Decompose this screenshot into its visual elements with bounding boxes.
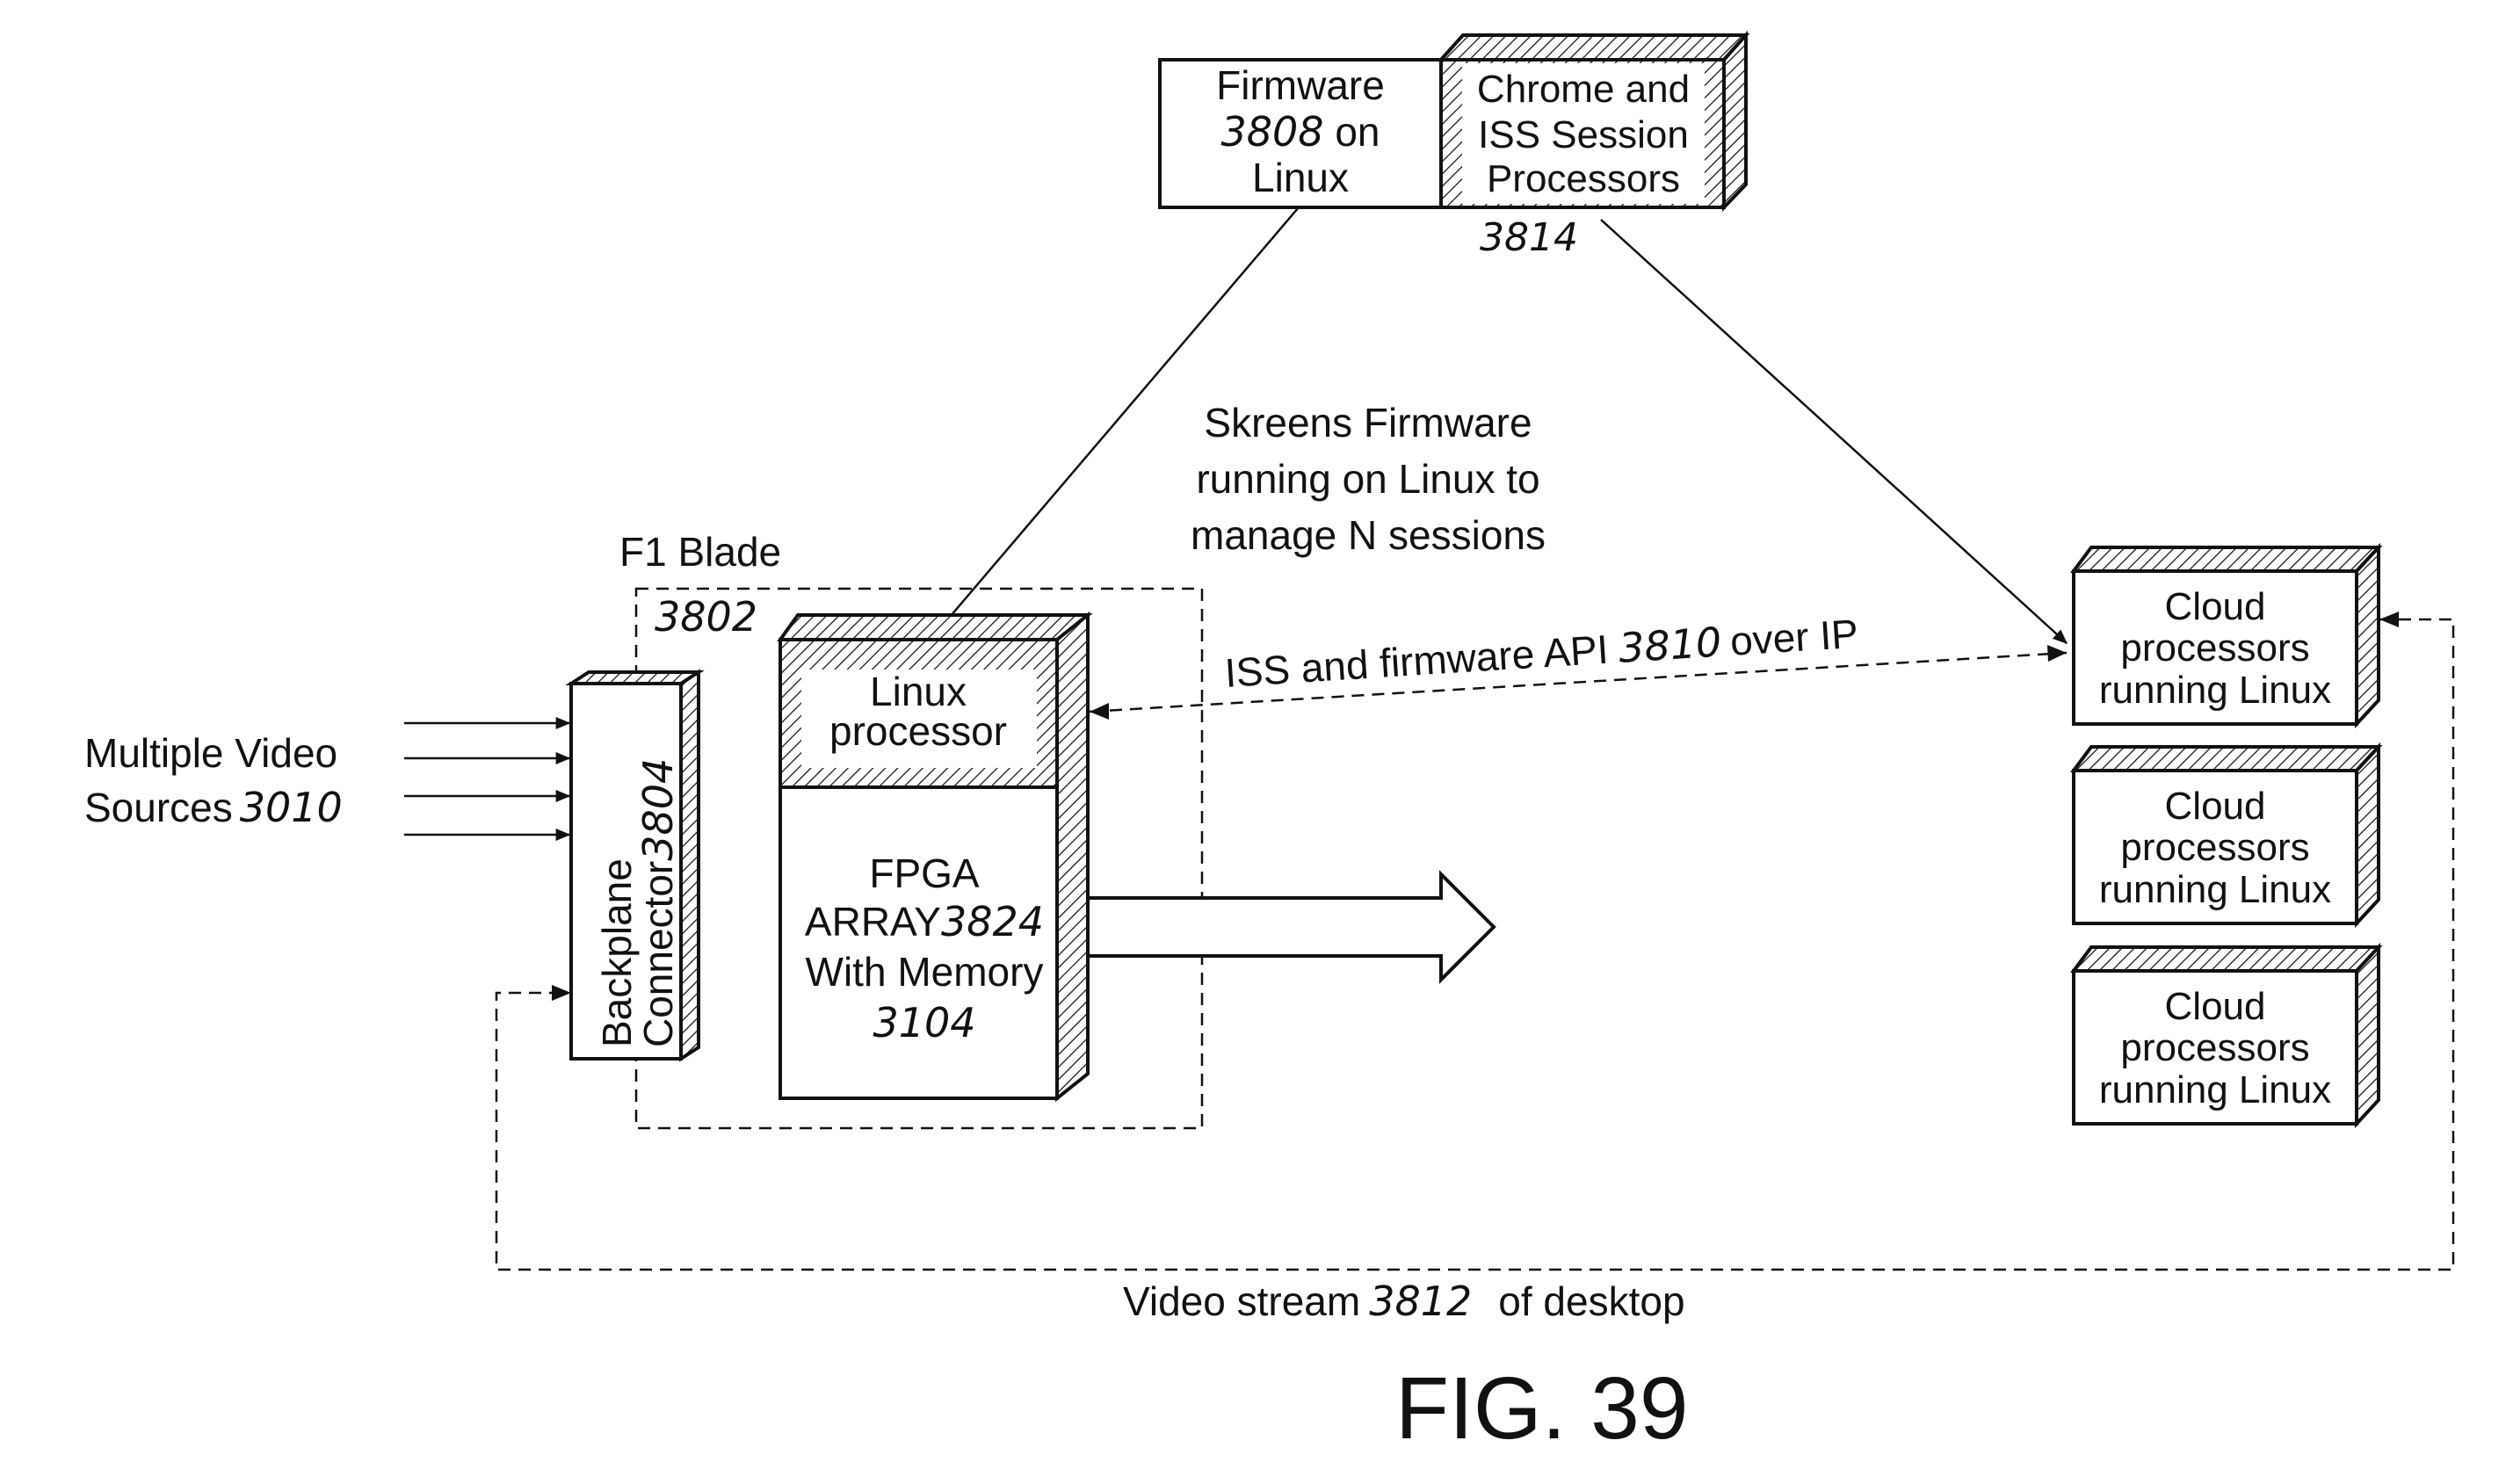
- note-line-2: running on Linux to: [1196, 456, 1539, 502]
- session-label-1: Chrome and: [1477, 68, 1690, 111]
- video-stream-arrowhead-backplane: [552, 985, 571, 1001]
- session-ref: 3814: [1480, 215, 1578, 260]
- cloud-label-1: Cloud: [2165, 785, 2266, 828]
- note-line-3: manage N sessions: [1191, 512, 1546, 558]
- video-stream-arrowhead-cloud: [2379, 612, 2399, 627]
- fpga-label-3: With Memory: [806, 949, 1044, 995]
- fpga-label-1: FPGA: [869, 851, 980, 896]
- cloud-label-3: running Linux: [2099, 868, 2331, 911]
- video-stream-label: Video stream3812of desktop: [1123, 1278, 1685, 1325]
- cloud-label-2: processors: [2120, 826, 2309, 869]
- cloud-label-2: processors: [2120, 1026, 2309, 1069]
- f1-blade-label: F1 Blade: [619, 529, 781, 575]
- fpga-label-2: ARRAY3824: [805, 898, 1044, 945]
- f1-blade-ref: 3802: [655, 593, 757, 641]
- api-link-arrowhead-right: [2047, 645, 2067, 662]
- fpga-ref-2: 3104: [873, 999, 975, 1046]
- video-source-arrows: [404, 723, 569, 835]
- backplane-label-1: Backplane: [594, 858, 640, 1047]
- video-sources-label: Multiple Video Sources3010: [84, 730, 343, 831]
- firmware-note: Skreens Firmware running on Linux to man…: [1191, 400, 1546, 558]
- note-line-1: Skreens Firmware: [1204, 400, 1532, 445]
- session-label-3: Processors: [1487, 157, 1680, 200]
- firmware-linux-label: Linux: [1252, 155, 1349, 200]
- video-sources-line-1: Multiple Video: [84, 730, 337, 776]
- cloud-label-3: running Linux: [2099, 1068, 2331, 1111]
- api-link-arrowhead-left: [1090, 703, 1109, 720]
- linux-processor-label-2: processor: [829, 708, 1007, 754]
- cloud-processor-1: Cloud processors running Linux: [2074, 547, 2379, 724]
- session-processors-node: Chrome and ISS Session Processors 3814: [1441, 35, 1746, 260]
- firmware-label: Firmware: [1216, 62, 1385, 108]
- backplane-connector: Backplane Connector3804: [571, 672, 699, 1059]
- session-to-cloud-line: [1601, 220, 2067, 643]
- fpga-output-arrow: [1088, 874, 1494, 980]
- backplane-label-2: Connector3804: [634, 758, 682, 1047]
- firmware-ref-line: 3808 on: [1220, 108, 1380, 156]
- session-label-2: ISS Session: [1478, 113, 1689, 156]
- fpga-array-node: FPGA ARRAY3824 With Memory 3104: [780, 787, 1057, 1098]
- cloud-processor-2: Cloud processors running Linux: [2074, 747, 2379, 923]
- firmware-node: Firmware 3808 on Linux: [1160, 60, 1441, 207]
- cloud-label-3: running Linux: [2099, 669, 2331, 712]
- cloud-label-2: processors: [2120, 626, 2309, 670]
- figure-label: FIG. 39: [1395, 1359, 1688, 1458]
- cloud-label-1: Cloud: [2165, 985, 2266, 1028]
- cloud-processor-3: Cloud processors running Linux: [2074, 947, 2379, 1124]
- cloud-label-1: Cloud: [2165, 585, 2266, 628]
- video-sources-line-2: Sources3010: [84, 784, 343, 831]
